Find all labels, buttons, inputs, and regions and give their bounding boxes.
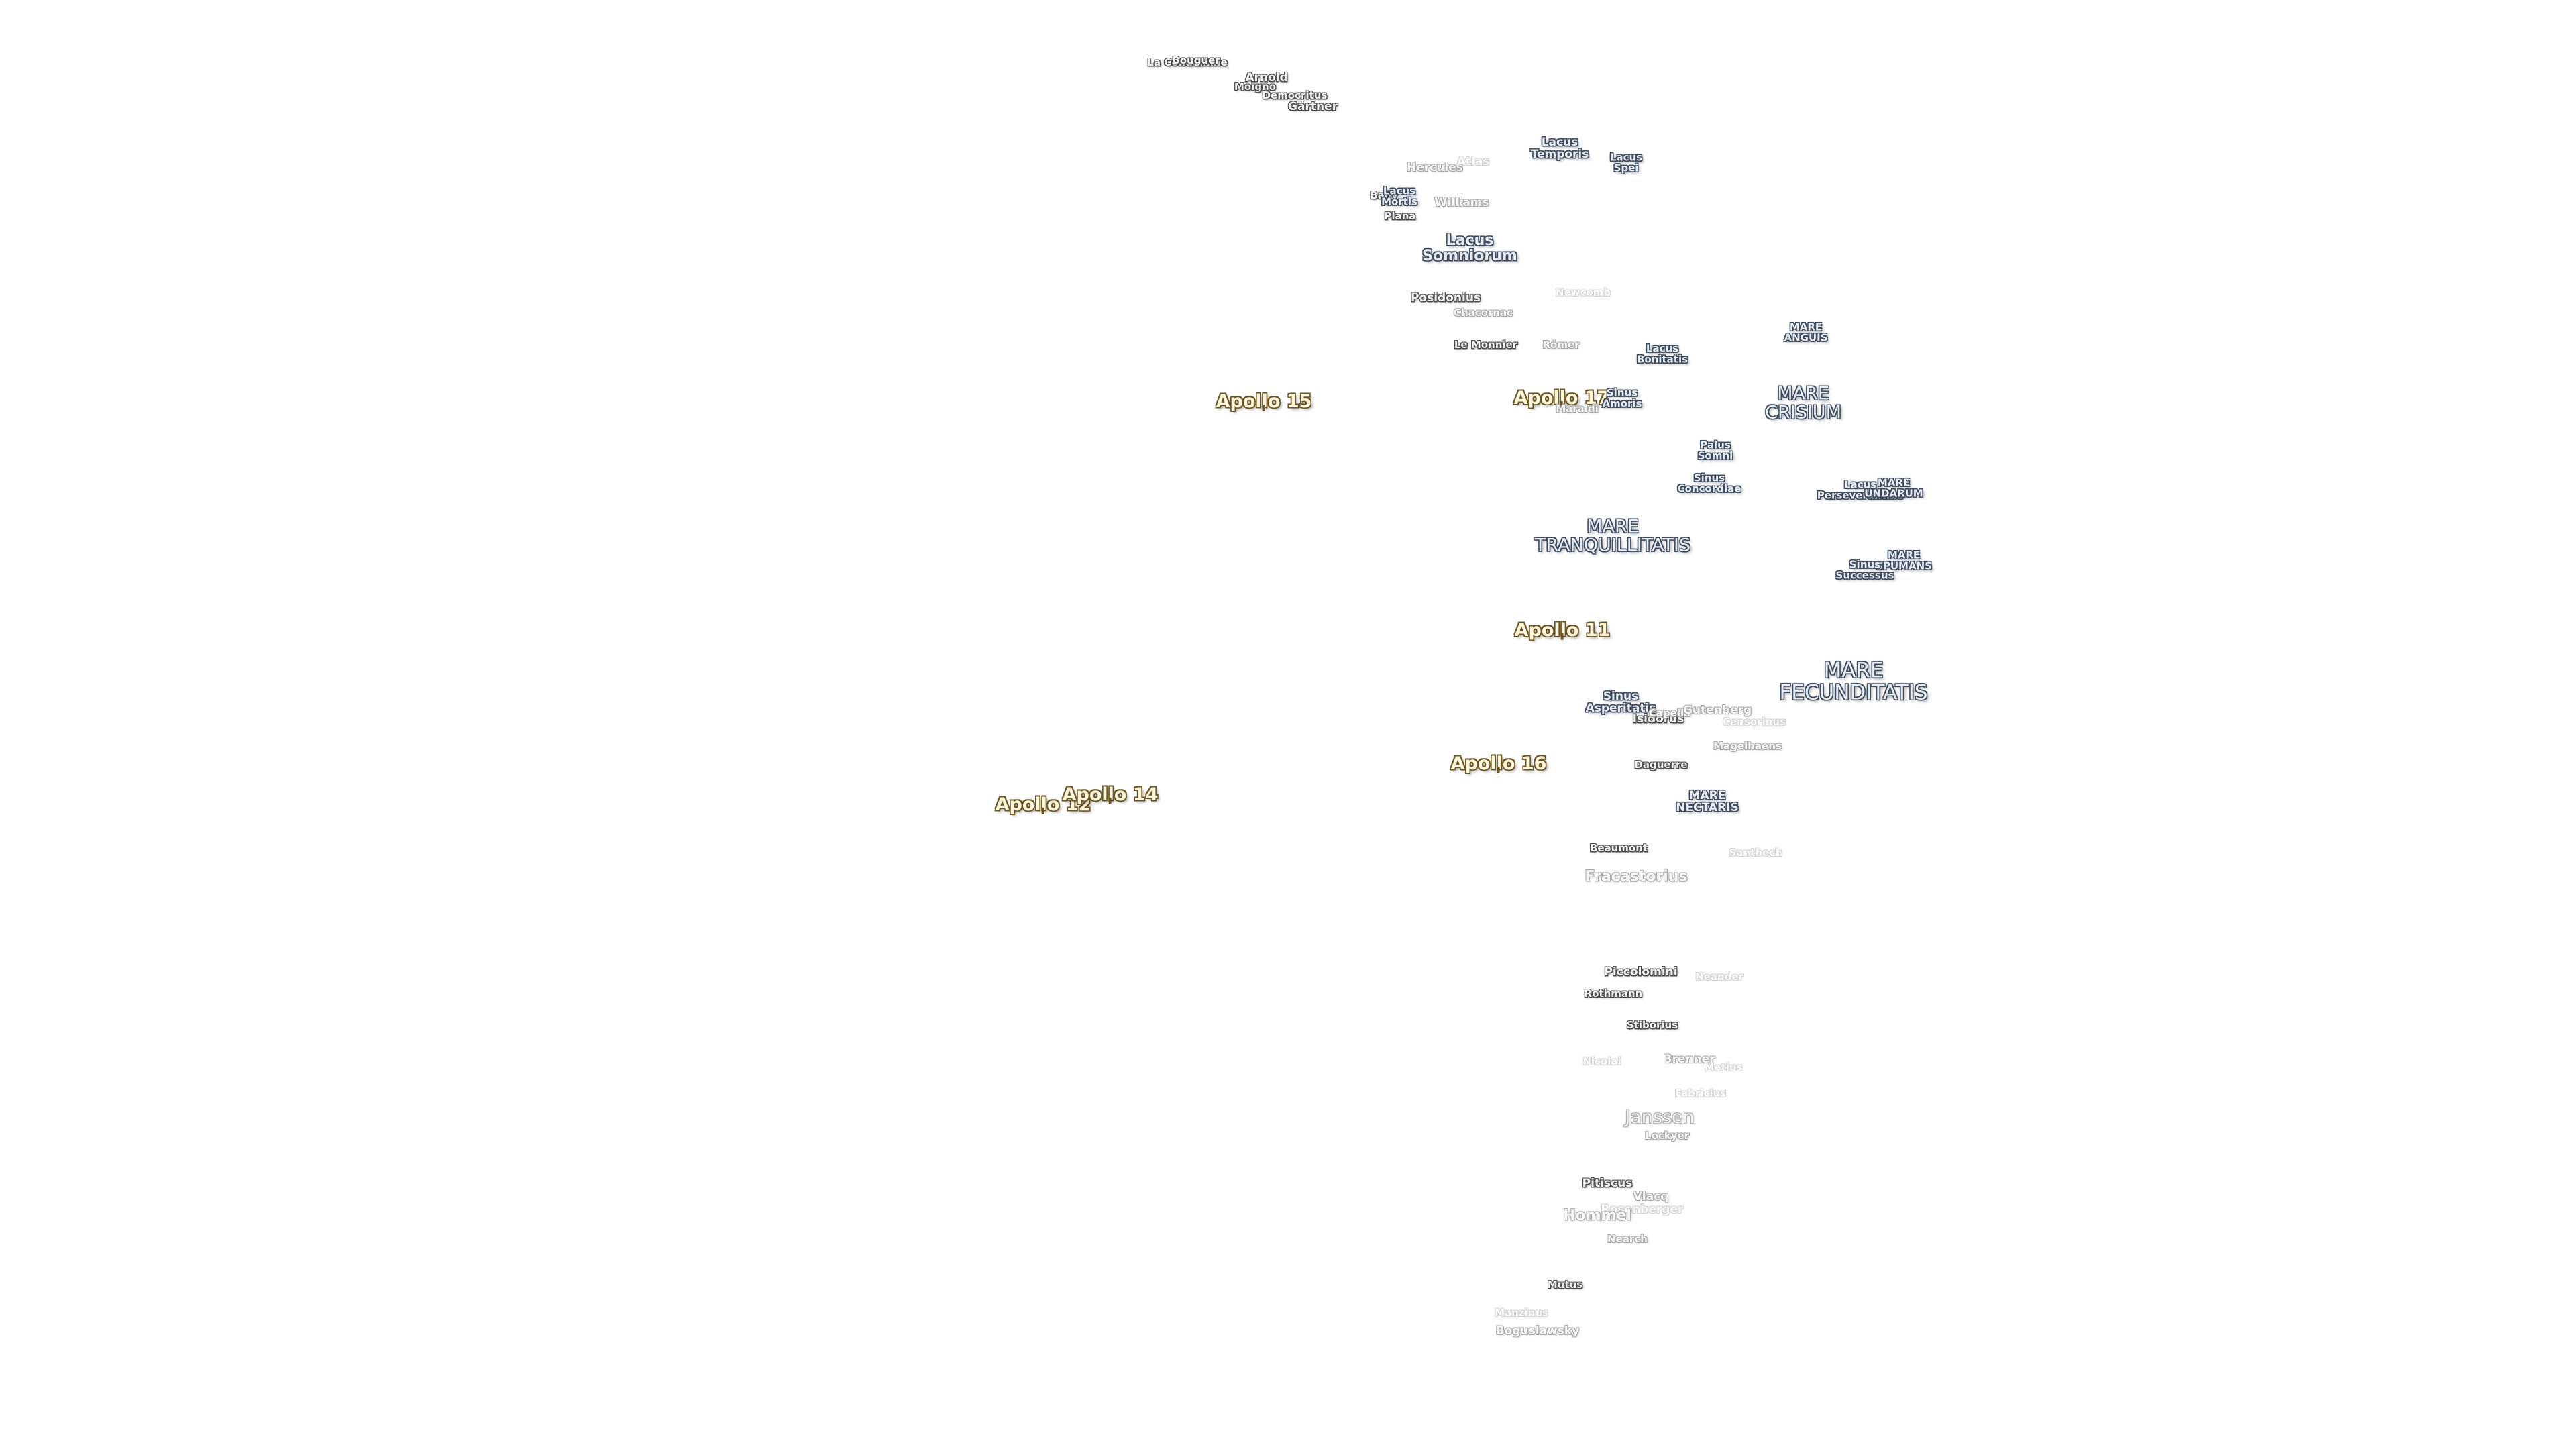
label-magelhaens: Magelhaens [1713,740,1782,753]
label-le-monnier: Le Monnier [1454,339,1518,352]
label-chacornac: Chacornac [1453,307,1513,319]
label-plana: Plana [1384,210,1416,223]
label-apollo-14: Apollo 14 [1062,784,1159,805]
apollo-16-marker [1497,766,1500,773]
label-rothmann: Rothmann [1584,987,1643,1000]
label-la-condamine: La Condamine [1147,56,1228,69]
label-stiborius: Stiborius [1626,1019,1678,1032]
label-democritus: Democritus [1262,89,1328,102]
label-maraldi: Maraldi [1556,402,1599,415]
label-moigno: Moigno [1234,80,1277,93]
apollo-12-marker [1042,807,1044,814]
label-nicolai: Nicolai [1582,1055,1621,1068]
label-romer: Römer [1542,339,1580,352]
label-arnold: Arnold [1245,71,1288,85]
label-apollo-11: Apollo 11 [1514,619,1611,641]
label-fabricius: Fabricius [1674,1087,1727,1100]
label-censorinus: Censorinus [1723,716,1786,729]
label-brenner: Brenner [1663,1053,1715,1067]
label-gartner: Gärtner [1288,100,1338,114]
label-nearch: Nearch [1607,1233,1648,1246]
apollo-15-marker [1263,404,1265,411]
label-boguslawsky: Boguslawsky [1495,1324,1580,1338]
label-posidonius: Posidonius [1410,291,1481,305]
label-hercules: Hercules [1407,161,1463,175]
label-apollo-16: Apollo 16 [1450,753,1547,774]
label-daguerre: Daguerre [1634,759,1688,771]
label-rosenberger: Rosenberger [1601,1203,1684,1217]
label-baily: Baily [1370,189,1398,202]
apollo-14-marker [1109,797,1112,804]
label-bouguer: Bouguer [1172,54,1220,67]
label-atlas: Atlas [1456,155,1490,169]
label-apollo-17: Apollo 17 [1513,387,1610,409]
label-neander: Neander [1695,971,1743,983]
label-fracastorius: Fracastorius [1585,868,1688,885]
label-janssen: Janssen [1625,1106,1695,1128]
label-metius: Metius [1704,1061,1743,1074]
label-mutus: Mutus [1547,1279,1583,1291]
label-piccolomini: Piccolomini [1604,965,1678,979]
label-pitiscus: Pitiscus [1582,1177,1633,1191]
label-newcomb: Newcomb [1555,286,1611,299]
label-vlacq: Vlacq [1633,1190,1669,1204]
label-apollo-15: Apollo 15 [1216,390,1312,412]
label-manzinus: Manzinus [1495,1307,1548,1320]
label-capella: Capella [1648,707,1691,720]
apollo-17-marker [1560,400,1563,408]
label-gutenberg: Gutenberg [1682,704,1752,718]
label-lockyer: Lockyer [1644,1130,1690,1142]
apollo-11-marker [1561,633,1564,640]
label-isidorus: Isidorus [1632,712,1684,727]
label-apollo-12: Apollo 12 [995,794,1091,815]
label-williams: Williams [1434,196,1489,210]
label-beaumont: Beaumont [1589,842,1648,855]
label-hommel: Hommel [1563,1207,1631,1224]
label-santbech: Santbech [1729,847,1782,859]
